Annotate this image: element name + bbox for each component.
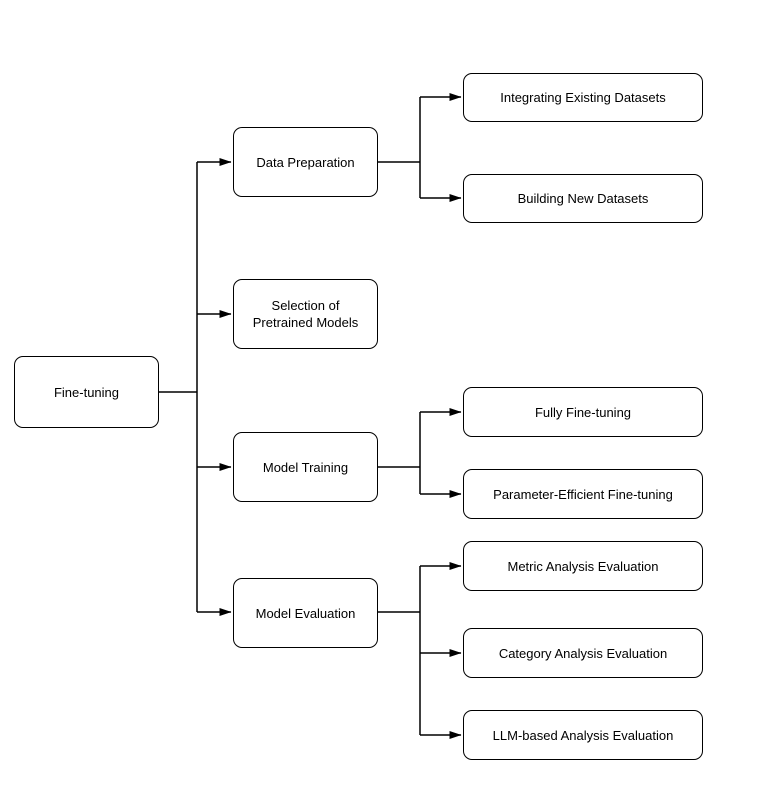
node-building-new-datasets: Building New Datasets <box>463 174 703 223</box>
node-llm-based-analysis-evaluation: LLM-based Analysis Evaluation <box>463 710 703 760</box>
node-data-preparation: Data Preparation <box>233 127 378 197</box>
node-parameter-efficient-fine-tuning: Parameter-Efficient Fine-tuning <box>463 469 703 519</box>
node-category-analysis-evaluation: Category Analysis Evaluation <box>463 628 703 678</box>
node-model-evaluation: Model Evaluation <box>233 578 378 648</box>
node-selection-of-pretrained-models: Selection of Pretrained Models <box>233 279 378 349</box>
node-model-training: Model Training <box>233 432 378 502</box>
node-metric-analysis-evaluation: Metric Analysis Evaluation <box>463 541 703 591</box>
node-fully-fine-tuning: Fully Fine-tuning <box>463 387 703 437</box>
node-integrating-existing-datasets: Integrating Existing Datasets <box>463 73 703 122</box>
node-fine-tuning: Fine-tuning <box>14 356 159 428</box>
